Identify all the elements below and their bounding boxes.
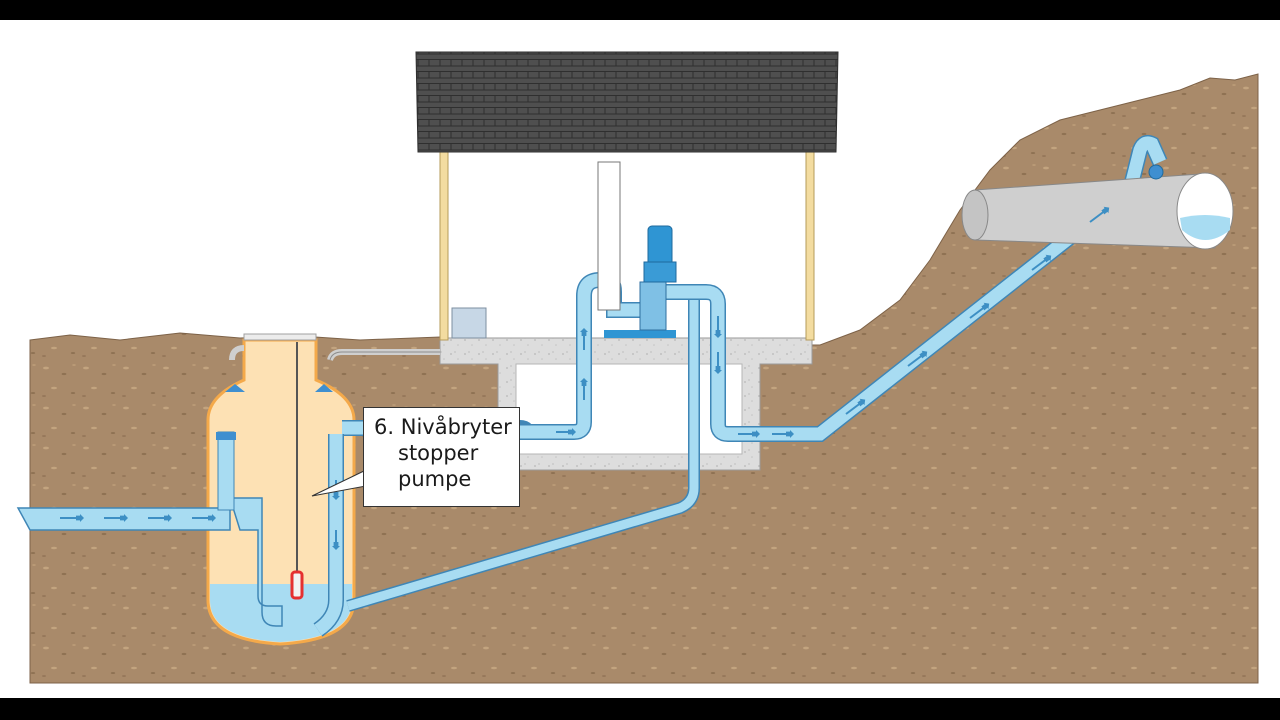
pump-icon xyxy=(604,225,677,338)
callout-line-3: pumpe xyxy=(398,467,472,491)
vent-stack xyxy=(597,161,621,311)
level-switch-icon xyxy=(290,570,304,600)
outlet-culvert xyxy=(961,172,1234,250)
callout-title: Nivåbryter xyxy=(400,415,512,439)
roof-icon xyxy=(415,51,839,153)
callout-line-2: stopper xyxy=(398,441,479,465)
tank-lid xyxy=(243,333,317,341)
vent-pipe-left xyxy=(229,345,245,361)
pump-room-basement xyxy=(515,363,743,455)
inlet-elbow xyxy=(228,497,283,627)
cable-duct-edge xyxy=(329,351,440,361)
building-post-left xyxy=(439,149,449,341)
callout-line-1: 6. Nivåbryter xyxy=(374,414,512,440)
building-post-right xyxy=(805,149,815,341)
inlet-valve-icon xyxy=(216,432,236,440)
vent-nozzle-left-icon xyxy=(225,384,245,392)
callout-level-switch-stops-pump: 6. Nivåbryter stopper pumpe xyxy=(363,407,520,507)
inlet-riser xyxy=(217,431,235,511)
outlet-flange-icon xyxy=(1148,164,1164,180)
pump-tank xyxy=(206,338,356,646)
callout-step-number: 6. xyxy=(374,415,395,439)
vent-nozzle-right-icon xyxy=(315,384,333,392)
flow-arrows xyxy=(60,206,1110,550)
control-cabinet xyxy=(451,307,487,339)
